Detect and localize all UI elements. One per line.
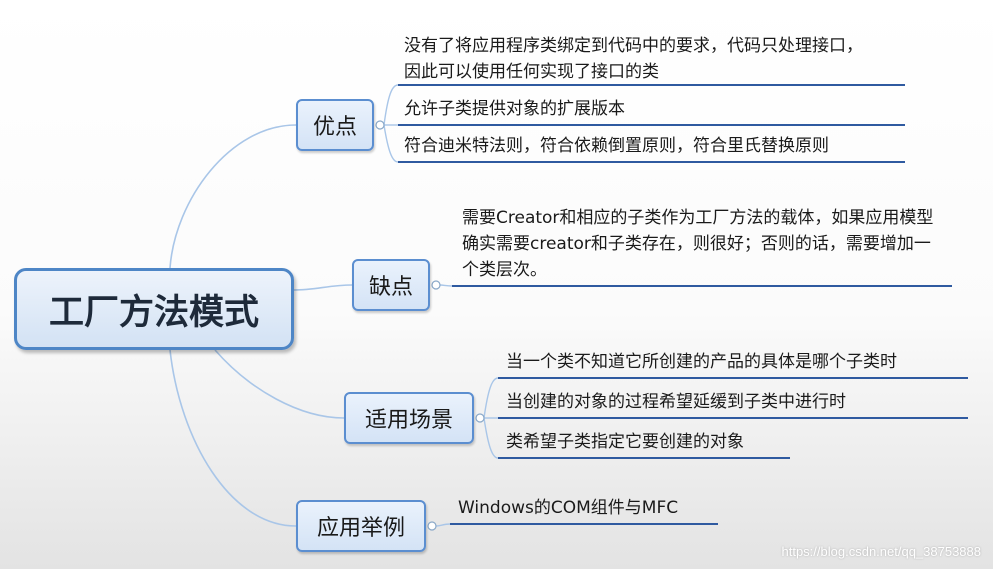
collapse-dot-disadvantages (431, 280, 441, 290)
branch-disadvantages[interactable]: 缺点 (352, 259, 430, 311)
leaf-scenario-3[interactable]: 类希望子类指定它要创建的对象 (506, 432, 744, 452)
link-sc-3 (483, 417, 499, 459)
leaf-scenario-1[interactable]: 当一个类不知道它所创建的产品的具体是哪个子类时 (506, 352, 897, 372)
root-topic[interactable]: 工厂方法模式 (14, 268, 294, 350)
branch-scenarios[interactable]: 适用场景 (344, 392, 474, 444)
branch-advantages[interactable]: 优点 (296, 99, 374, 151)
link-dis-1 (439, 284, 453, 287)
leaf-advantage-3[interactable]: 符合迪米特法则，符合依赖倒置原则，符合里氏替换原则 (404, 136, 829, 156)
leaf-scenario-2[interactable]: 当创建的对象的过程希望延缓到子类中进行时 (506, 392, 846, 412)
link-root-scenarios (214, 349, 345, 419)
link-adv-1 (383, 84, 399, 126)
link-root-examples (169, 349, 297, 527)
collapse-dot-scenarios (475, 413, 485, 423)
link-root-advantages (169, 124, 297, 269)
link-adv-3 (383, 124, 399, 163)
leaf-example-1[interactable]: Windows的COM组件与MFC (458, 498, 679, 518)
branch-examples[interactable]: 应用举例 (296, 500, 426, 552)
leaf-advantage-1[interactable]: 没有了将应用程序类绑定到代码中的要求，代码只处理接口，因此可以使用任何实现了接口… (404, 36, 863, 82)
watermark: https://blog.csdn.net/qq_38753888 (781, 544, 982, 559)
link-ex-1 (435, 523, 451, 527)
collapse-dot-examples (427, 521, 437, 531)
link-sc-1 (483, 377, 499, 419)
link-root-disadvantages (293, 284, 353, 291)
collapse-dot-advantages (375, 120, 385, 130)
leaf-disadvantage-1[interactable]: 需要Creator和相应的子类作为工厂方法的载体，如果应用模型确实需要creat… (462, 208, 934, 280)
leaf-advantage-2[interactable]: 允许子类提供对象的扩展版本 (404, 99, 625, 119)
